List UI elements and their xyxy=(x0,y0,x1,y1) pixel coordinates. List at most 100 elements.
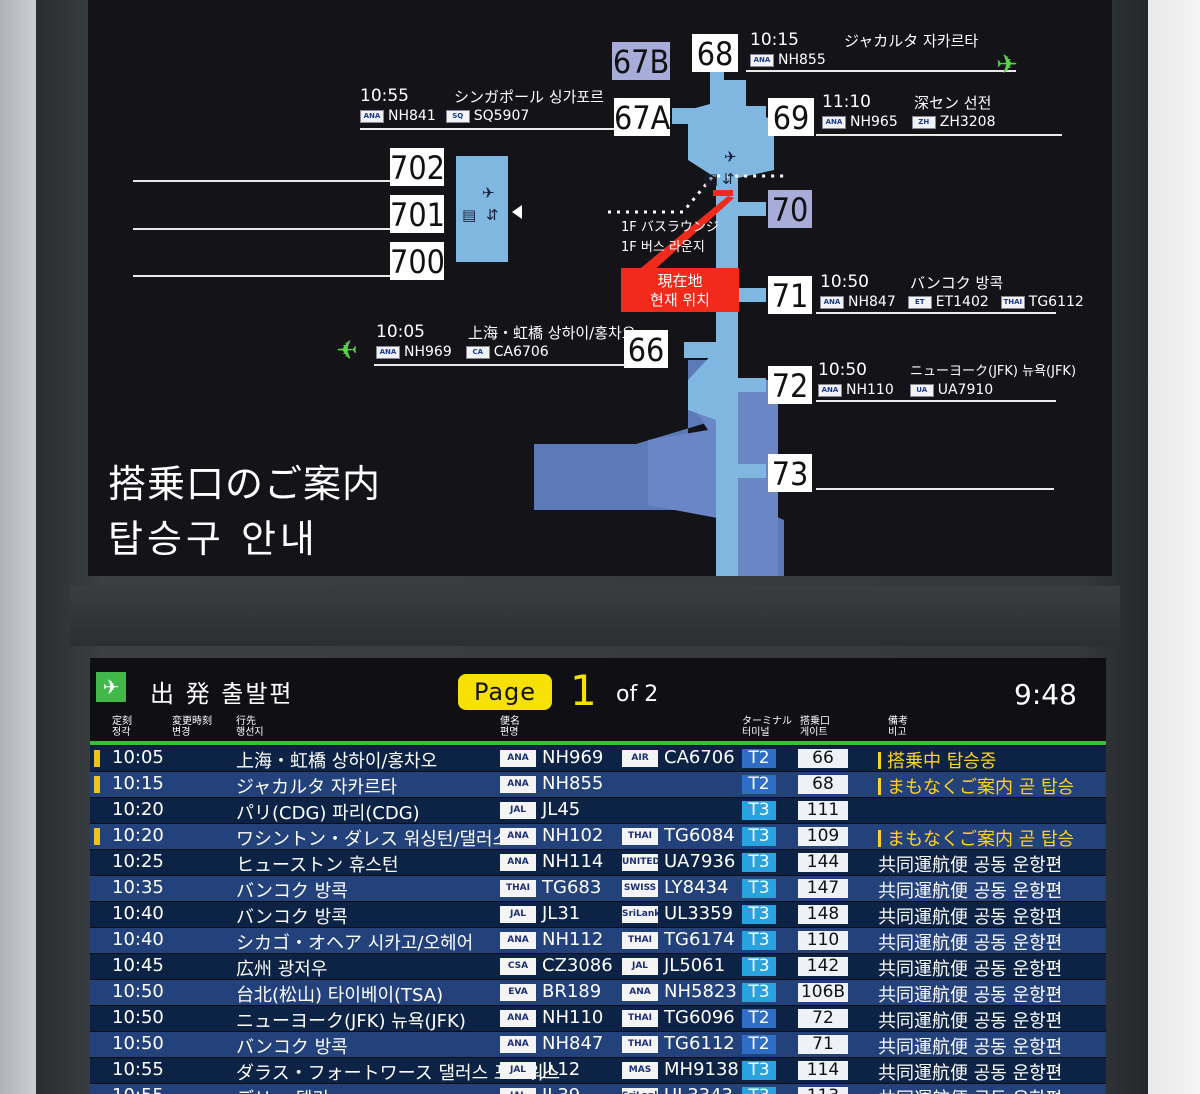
remark: 共同運航便 공동 운항편 xyxy=(878,855,1063,876)
codeshare-flight-number: TG6174 xyxy=(664,929,735,950)
remark: 共同運航便 공동 운항편 xyxy=(878,907,1063,928)
gate-number: 72 xyxy=(798,1009,848,1028)
codeshare-logo: THAI xyxy=(622,1036,658,1053)
terminal: T2 xyxy=(742,1009,776,1028)
airline-logo: ANA xyxy=(500,1036,536,1053)
bus-route-dotted xyxy=(608,174,788,214)
gate-number: 106B xyxy=(798,983,848,1002)
gate-67b: 67B xyxy=(612,42,670,81)
clock: 9:48 xyxy=(1014,678,1077,711)
gate-73: 73 xyxy=(768,454,812,493)
flight-number: NH841 xyxy=(388,108,436,124)
codeshare-flight-number: MH9138 xyxy=(664,1059,739,1080)
here-ja: 現在地 xyxy=(657,272,703,290)
gate-69-dest: 深セン 선전 xyxy=(914,94,992,112)
terminal: T3 xyxy=(742,983,776,1002)
board-header: ✈ 出 発 출발편 Page 1 of 2 9:48 xyxy=(90,658,1106,715)
destination: 広州 광저우 xyxy=(236,959,328,980)
status-flag xyxy=(94,776,100,793)
terminal: T3 xyxy=(742,957,776,976)
terminal: T3 xyxy=(742,853,776,872)
col-header-terminal: ターミナル 터미널 xyxy=(742,716,792,738)
codeshare-flight-number: LY8434 xyxy=(664,877,729,898)
status-flag xyxy=(94,828,100,845)
here-marker xyxy=(713,190,733,196)
remark: まもなくご案内 곧 탑승 xyxy=(878,825,1074,851)
remark: 共同運航便 공동 운항편 xyxy=(878,1063,1063,1084)
wall-right xyxy=(1138,0,1200,1094)
gate-68: 68 xyxy=(692,34,738,73)
gate-69: 69 xyxy=(768,98,814,137)
airline-logo: ANA xyxy=(500,932,536,949)
gate-line-67a xyxy=(360,128,614,130)
flight-number: NH855 xyxy=(778,52,826,68)
current-location-box: 現在地 현재 위치 xyxy=(621,268,739,312)
airline-logo: ANA xyxy=(500,854,536,871)
codeshare-flight-number: TG6112 xyxy=(664,1033,735,1054)
airline-logo: JAL xyxy=(500,1062,536,1079)
gate-72: 72 xyxy=(768,366,812,405)
remark: 共同運航便 공동 운항편 xyxy=(878,1037,1063,1058)
gate-66-dest: 上海・虹橋 상하이/홍차오 xyxy=(468,324,636,342)
scheduled-time: 10:05 xyxy=(112,747,164,768)
map-title-ja: 搭乗口のご案内 xyxy=(108,462,382,506)
page-total: of 2 xyxy=(616,682,659,707)
flight-number: TG6112 xyxy=(1028,294,1084,310)
scheduled-time: 10:20 xyxy=(112,799,164,820)
map-title-ko: 탑승구 안내 xyxy=(108,517,319,561)
destination: ジャカルタ 자카르타 xyxy=(236,777,398,798)
flight-number: JL12 xyxy=(542,1059,581,1080)
departure-icon: ✈ xyxy=(724,148,737,166)
destination: バンコク 방콕 xyxy=(236,1037,348,1058)
terminal: T2 xyxy=(742,749,776,768)
flight-number: CZ3086 xyxy=(542,955,613,976)
lower-wing xyxy=(648,360,778,576)
page-label: Page xyxy=(458,674,552,710)
codeshare-logo: THAI xyxy=(622,828,658,845)
bus-route-arrow xyxy=(512,205,522,219)
scheduled-time: 10:35 xyxy=(112,877,164,898)
scheduled-time: 10:25 xyxy=(112,851,164,872)
destination: ニューヨーク(JFK) 뉴욕(JFK) xyxy=(236,1011,466,1032)
gate-69-time: 11:10 xyxy=(822,92,871,112)
gate-number: 110 xyxy=(798,931,848,950)
airline-logo: EVA AIR xyxy=(500,984,536,1001)
gate-70: 70 xyxy=(768,190,812,229)
gate-line-72 xyxy=(816,400,1056,402)
scheduled-time: 10:50 xyxy=(112,1033,164,1054)
gate-71-time: 10:50 xyxy=(820,272,869,292)
here-pointer xyxy=(636,196,734,272)
terminal: T3 xyxy=(742,801,776,820)
remark: 共同運航便 공동 운항편 xyxy=(878,933,1063,954)
gate-line-66 xyxy=(374,364,626,366)
gate-71: 71 xyxy=(768,276,812,315)
flight-number: NH969 xyxy=(542,747,604,768)
flight-number: NH110 xyxy=(846,382,894,398)
gate-number: 68 xyxy=(798,775,848,794)
page-number: 1 xyxy=(570,666,597,715)
destination: ワシントン・ダレス 워싱턴/댈러스 xyxy=(236,829,510,850)
codeshare-logo: SWISS xyxy=(622,880,658,897)
codeshare-logo: SriLankan xyxy=(622,906,658,923)
branch-66 xyxy=(684,342,720,358)
gate-number: 114 xyxy=(798,1061,848,1080)
gate-67a: 67A xyxy=(614,98,671,137)
flight-number: JL39 xyxy=(542,1085,580,1094)
codeshare-logo: MAS xyxy=(622,1062,658,1079)
escalator-icon: ⇵ xyxy=(722,170,735,188)
gate-66: 66 xyxy=(624,330,668,369)
remark: 共同運航便 공동 운항편 xyxy=(878,881,1063,902)
scheduled-time: 10:15 xyxy=(112,773,164,794)
gate-number: 71 xyxy=(798,1035,848,1054)
flight-number: NH847 xyxy=(542,1033,604,1054)
